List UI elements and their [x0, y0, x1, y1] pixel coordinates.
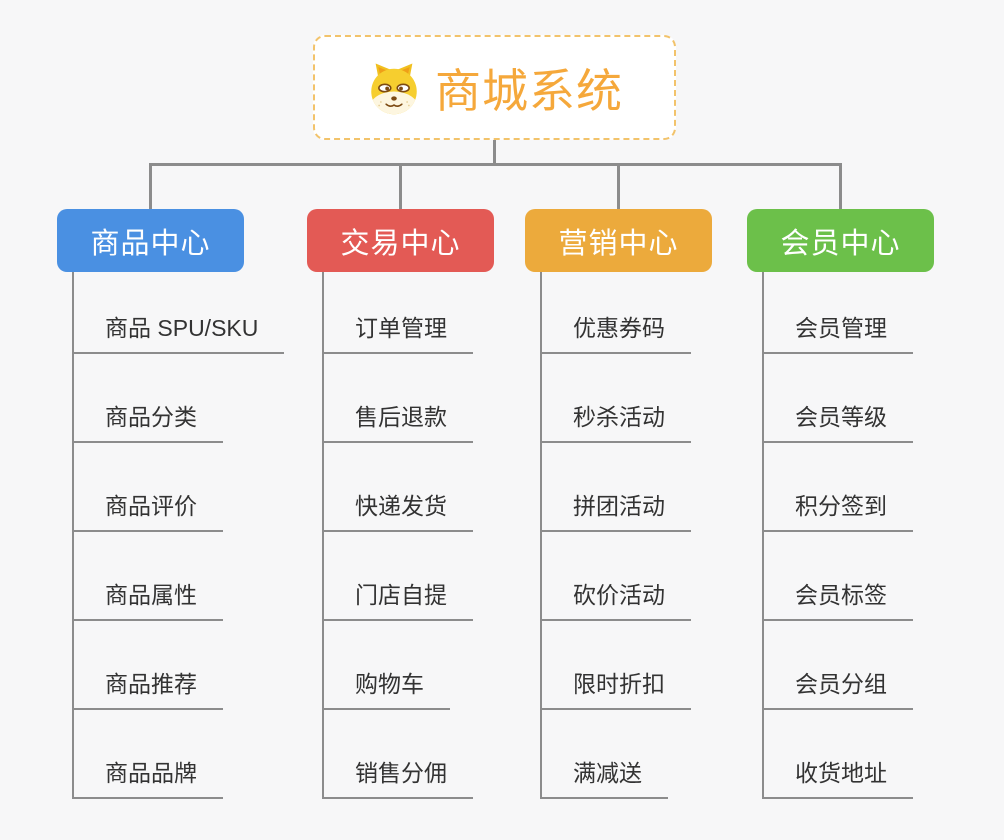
root-node-mall-system[interactable]: 商城系统 — [313, 35, 676, 140]
tree-node-label: 限时折扣 — [540, 665, 691, 710]
tree-node-label: 商品属性 — [72, 576, 223, 621]
tree-node-label: 快递发货 — [322, 487, 473, 532]
tree-node-label: 会员标签 — [762, 576, 913, 621]
tree-node-item[interactable]: 商品品牌 — [72, 710, 284, 799]
tree-node-label: 商品推荐 — [72, 665, 223, 710]
tree-node-label: 门店自提 — [322, 576, 473, 621]
tree-node-label: 商品品牌 — [72, 754, 223, 799]
branch-children-member-center: 会员管理 会员等级 积分签到 会员标签 会员分组 收货地址 — [762, 265, 913, 799]
tree-node-item[interactable]: 优惠券码 — [540, 265, 691, 354]
tree-node-item[interactable]: 门店自提 — [322, 532, 473, 621]
connector-root-drop — [493, 140, 496, 163]
tree-node-label: 秒杀活动 — [540, 398, 691, 443]
tree-node-label: 订单管理 — [322, 309, 473, 354]
tree-node-item[interactable]: 满减送 — [540, 710, 691, 799]
tree-node-label: 会员管理 — [762, 309, 913, 354]
tree-node-item[interactable]: 订单管理 — [322, 265, 473, 354]
branch-header-product-center[interactable]: 商品中心 — [57, 209, 244, 272]
branch-children-product-center: 商品 SPU/SKU 商品分类 商品评价 商品属性 商品推荐 商品品牌 — [72, 265, 285, 799]
tree-node-item[interactable]: 秒杀活动 — [540, 354, 691, 443]
doge-icon — [371, 63, 417, 114]
connector-drop-trade — [399, 163, 402, 209]
branch-header-marketing-center[interactable]: 营销中心 — [525, 209, 712, 272]
tree-node-item[interactable]: 会员分组 — [762, 621, 913, 710]
connector-drop-marketing — [617, 163, 620, 209]
tree-node-item[interactable]: 快递发货 — [322, 443, 473, 532]
tree-node-label: 满减送 — [540, 754, 668, 799]
tree-node-label: 会员等级 — [762, 398, 913, 443]
tree-node-label: 收货地址 — [762, 754, 913, 799]
tree-node-item[interactable]: 会员等级 — [762, 354, 913, 443]
branch-children-trade-center: 订单管理 售后退款 快递发货 门店自提 购物车 销售分佣 — [322, 265, 473, 799]
tree-node-label: 售后退款 — [322, 398, 473, 443]
tree-node-label: 商品评价 — [72, 487, 223, 532]
tree-node-item[interactable]: 会员标签 — [762, 532, 913, 621]
tree-node-item[interactable]: 限时折扣 — [540, 621, 691, 710]
branch-header-member-center[interactable]: 会员中心 — [747, 209, 934, 272]
connector-horizontal — [150, 163, 842, 166]
tree-node-item[interactable]: 收货地址 — [762, 710, 913, 799]
tree-node-label: 商品 SPU/SKU — [72, 309, 285, 354]
tree-node-item[interactable]: 会员管理 — [762, 265, 913, 354]
tree-node-item[interactable]: 商品推荐 — [72, 621, 284, 710]
tree-node-label: 会员分组 — [762, 665, 913, 710]
branch-children-marketing-center: 优惠券码 秒杀活动 拼团活动 砍价活动 限时折扣 满减送 — [540, 265, 691, 799]
tree-node-label: 购物车 — [322, 665, 450, 710]
tree-node-item[interactable]: 商品属性 — [72, 532, 284, 621]
root-title: 商城系统 — [435, 64, 623, 117]
tree-node-item[interactable]: 售后退款 — [322, 354, 473, 443]
branch-header-trade-center[interactable]: 交易中心 — [307, 209, 494, 272]
tree-node-item[interactable]: 积分签到 — [762, 443, 913, 532]
connector-drop-member — [839, 163, 842, 209]
tree-node-item[interactable]: 拼团活动 — [540, 443, 691, 532]
tree-node-item[interactable]: 商品 SPU/SKU — [72, 265, 285, 354]
tree-node-item[interactable]: 砍价活动 — [540, 532, 691, 621]
tree-node-item[interactable]: 商品评价 — [72, 443, 284, 532]
tree-node-label: 砍价活动 — [540, 576, 691, 621]
tree-node-label: 拼团活动 — [540, 487, 691, 532]
tree-node-item[interactable]: 购物车 — [322, 621, 473, 710]
tree-node-item[interactable]: 商品分类 — [72, 354, 284, 443]
tree-node-label: 销售分佣 — [322, 754, 473, 799]
tree-node-item[interactable]: 销售分佣 — [322, 710, 473, 799]
connector-drop-product — [149, 163, 152, 209]
tree-node-label: 优惠券码 — [540, 309, 691, 354]
tree-node-label: 积分签到 — [762, 487, 913, 532]
tree-node-label: 商品分类 — [72, 398, 223, 443]
